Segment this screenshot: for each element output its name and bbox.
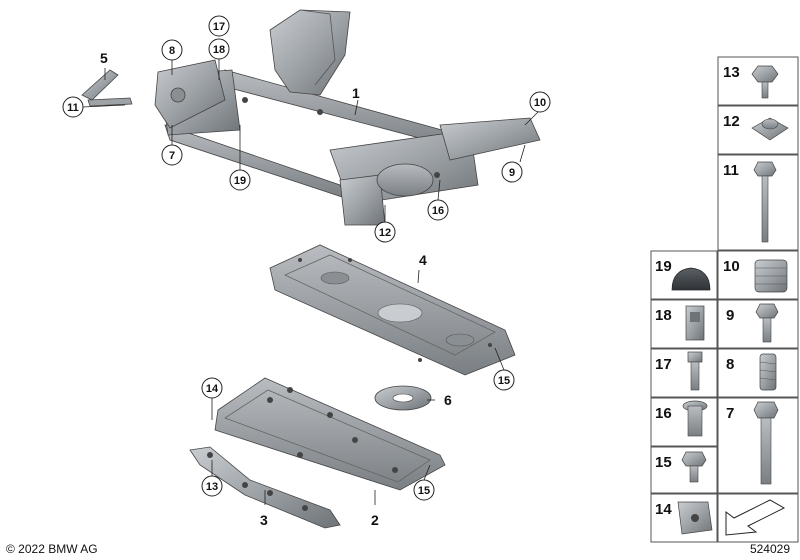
document-id: 524029 (749, 542, 790, 556)
legend-label-8: 8 (726, 356, 734, 373)
legend-cell-8 (717, 348, 799, 398)
legend-label-9: 9 (726, 307, 734, 324)
legend-label-14: 14 (655, 501, 672, 518)
part-3-strip (189, 446, 341, 529)
hex-bolt-icon (751, 65, 779, 99)
callout-13: 13 (206, 481, 218, 493)
underbody-panel-4 (269, 244, 516, 376)
callout-9: 9 (509, 167, 515, 179)
clip-nut-icon (677, 501, 713, 535)
rivet-nut-icon (685, 305, 705, 341)
callout-14: 14 (206, 383, 219, 395)
legend-cell-15 (650, 446, 718, 494)
copyright-text: © 2022 BMW AG (6, 542, 98, 556)
callout-15b: 15 (418, 485, 430, 497)
callout-16: 16 (432, 205, 444, 217)
rubber-cap-icon (671, 267, 711, 291)
thread-coil-icon (759, 353, 777, 391)
callout-8: 8 (169, 45, 175, 57)
callout-18: 18 (213, 44, 225, 56)
short-bolt-icon (681, 451, 707, 483)
shoulder-bolt-icon (753, 401, 779, 485)
subframe-part (154, 9, 541, 226)
callout-17: 17 (213, 21, 225, 33)
callout-10: 10 (534, 97, 546, 109)
legend-label-13: 13 (723, 64, 740, 81)
part-6-ring (374, 385, 432, 411)
callout-4: 4 (419, 252, 427, 268)
leader-lines (82, 59, 539, 505)
callout-5: 5 (100, 50, 108, 66)
underbody-panel-2 (214, 377, 446, 491)
socket-screw-icon (687, 351, 703, 391)
flange-nut-icon (682, 400, 708, 437)
legend-label-16: 16 (655, 405, 672, 422)
legend-label-19: 19 (655, 258, 672, 275)
circled-callouts: 8 17 18 11 7 19 10 9 16 12 15 14 13 15 (62, 15, 551, 501)
callout-19: 19 (234, 175, 246, 187)
legend-cell-18 (650, 299, 718, 349)
callout-6: 6 (444, 392, 452, 408)
threaded-insert-icon (754, 259, 788, 293)
legend-label-12: 12 (723, 113, 740, 130)
legend-label-11: 11 (723, 162, 739, 179)
legend-cell-17 (650, 348, 718, 398)
legend-label-18: 18 (655, 307, 672, 324)
parts-legend: 13 12 11 19 10 (650, 56, 799, 543)
legend-label-17: 17 (655, 356, 672, 373)
callout-15a: 15 (498, 375, 510, 387)
callout-7: 7 (169, 150, 175, 162)
callout-1: 1 (352, 85, 360, 101)
flange-bolt-icon (755, 303, 779, 343)
legend-label-7: 7 (726, 405, 734, 422)
direction-arrow-icon (725, 499, 786, 536)
callout-12: 12 (379, 227, 391, 239)
legend-label-10: 10 (723, 258, 740, 275)
long-bolt-icon (753, 161, 777, 243)
part-5-bar (81, 69, 133, 107)
cage-nut-icon (751, 117, 789, 141)
callout-3: 3 (260, 512, 268, 528)
callout-11: 11 (67, 102, 79, 114)
callout-2: 2 (371, 512, 379, 528)
legend-label-15: 15 (655, 454, 672, 471)
